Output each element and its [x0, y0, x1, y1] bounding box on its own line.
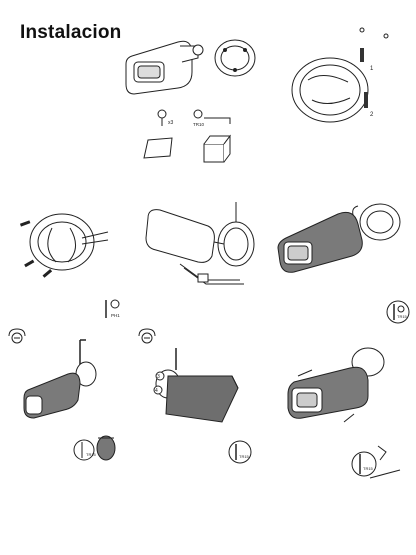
panel-camera-overview: x3 TR10	[125, 39, 256, 163]
panel-cable-connection	[145, 202, 255, 285]
torx-key-icon	[193, 109, 231, 124]
tool-label-torx: TR15	[239, 454, 250, 459]
torx-tool-icon: TR15	[386, 300, 410, 324]
manual-icon	[143, 137, 173, 159]
box-icon	[203, 134, 231, 163]
mount-plate-illustration	[214, 39, 256, 77]
screwdriver-ph-icon: PH1	[105, 299, 120, 318]
panel-junction-box: 1 2	[291, 27, 389, 123]
step-number: 3	[157, 374, 160, 380]
rotate-icon	[138, 328, 156, 344]
tool-label-torx: TR15	[363, 466, 374, 471]
tool-label-torx: TR15	[86, 452, 97, 457]
tool-label-torx: TR15	[397, 314, 408, 319]
panel-tilt-adjust	[23, 339, 97, 419]
step-number: 4	[155, 388, 158, 394]
panel-box-wiring	[19, 213, 109, 278]
camera-illustration	[125, 40, 204, 95]
torx-label-a: TR10	[193, 122, 205, 127]
step-number: 1	[370, 66, 374, 72]
step-number: 2	[370, 112, 374, 118]
screw-icon	[157, 109, 167, 126]
screw-icon	[24, 259, 35, 268]
panel-lens-adjust	[287, 347, 385, 423]
qty-label: x3	[168, 120, 174, 126]
sunshield-shaded	[165, 375, 239, 423]
screw-icon	[360, 48, 364, 62]
panel-camera-mounted	[277, 203, 401, 273]
screw-icon	[19, 220, 31, 227]
tool-label-ph: PH1	[111, 313, 120, 318]
dome-tool-icon: TR15	[73, 435, 116, 461]
screw-icon	[42, 269, 53, 278]
torx-tool-icon: TR15	[228, 440, 252, 464]
screw-icon	[364, 92, 368, 108]
page-title: Instalacion	[20, 22, 122, 43]
torx-tool-icon: TR15	[351, 445, 401, 479]
panel-sunshield: 3 4	[153, 348, 239, 423]
rotate-icon	[8, 328, 26, 344]
